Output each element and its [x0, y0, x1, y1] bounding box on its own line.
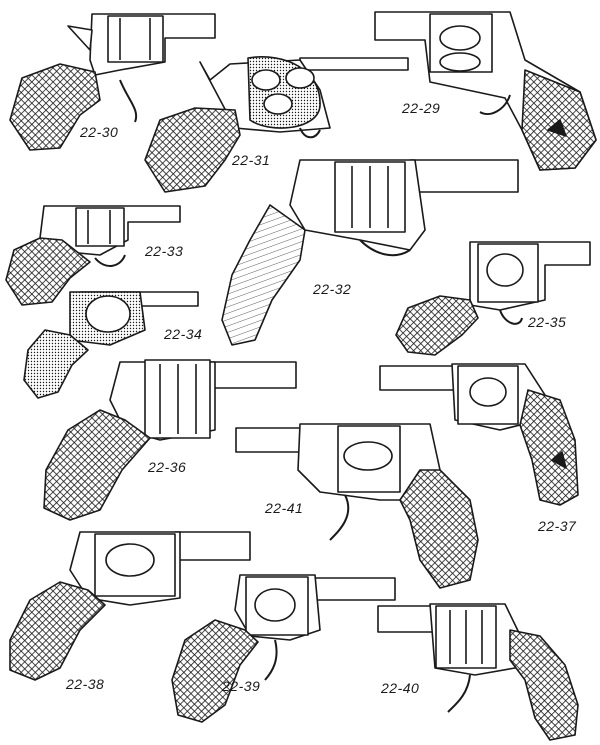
- figure-label: 22-29: [402, 100, 441, 116]
- revolver-22-31: [144, 56, 409, 193]
- figure-label: 22-32: [313, 281, 352, 297]
- figure-label: 22-30: [80, 124, 119, 140]
- figure-label: 22-31: [232, 152, 271, 168]
- figure-label: 22-39: [222, 678, 261, 694]
- figure-label: 22-33: [145, 243, 184, 259]
- revolver-22-32: [221, 159, 519, 346]
- revolver-22-35: [395, 241, 591, 356]
- revolver-22-29: [374, 11, 597, 171]
- revolver-22-38: [9, 531, 251, 681]
- figure-label: 22-37: [538, 518, 577, 534]
- figure-label: 22-41: [265, 500, 304, 516]
- revolver-22-33: [5, 205, 181, 306]
- revolver-22-37: [379, 363, 579, 506]
- figure-label: 22-38: [66, 676, 105, 692]
- figure-label: 22-40: [381, 680, 420, 696]
- figure-label: 22-35: [528, 314, 567, 330]
- revolver-22-30: [9, 13, 216, 151]
- figure-label: 22-34: [164, 326, 203, 342]
- revolver-22-41: [235, 423, 479, 589]
- revolver-22-36: [43, 359, 297, 521]
- figure-label: 22-36: [148, 459, 187, 475]
- revolver-22-40: [377, 603, 579, 741]
- revolver-22-39: [171, 574, 396, 723]
- revolver-22-34: [23, 291, 199, 399]
